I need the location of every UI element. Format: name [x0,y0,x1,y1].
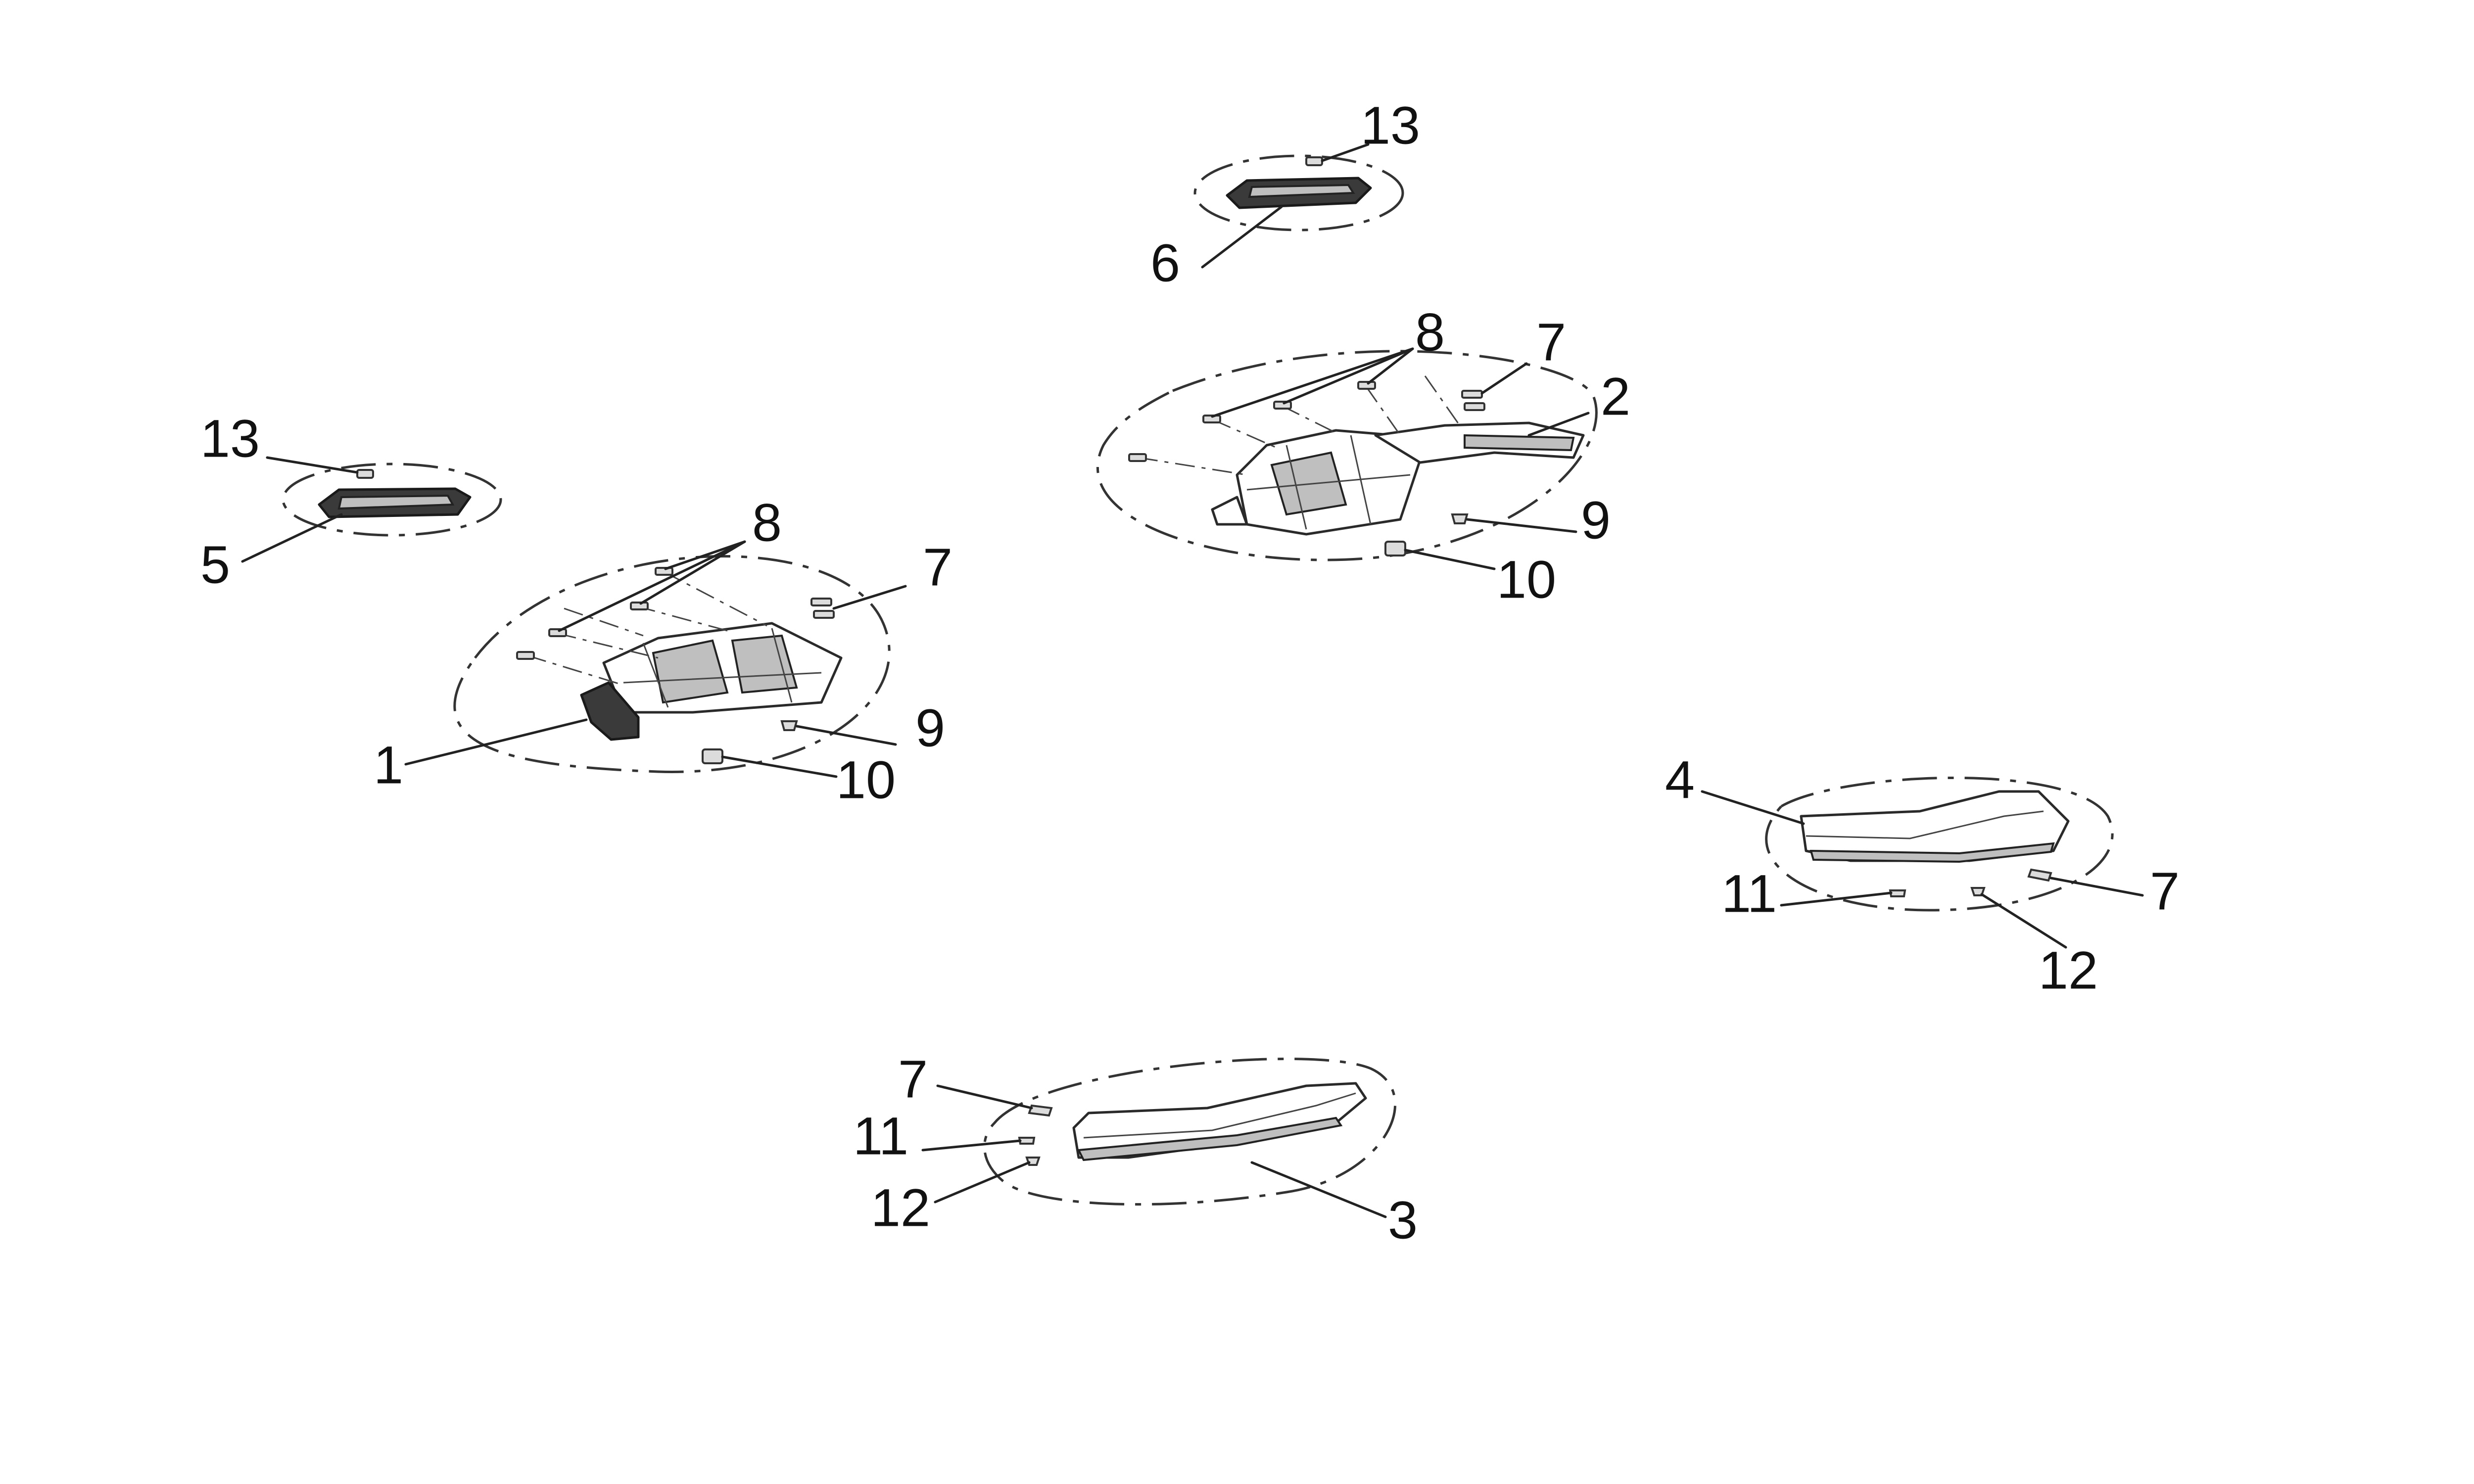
callout-13-top: 13 [1361,95,1420,155]
leader-8-left-c [664,540,746,570]
group-outline-3 [983,1058,1397,1206]
callout-7-left: 7 [923,537,952,597]
leader-10-right [1404,549,1496,570]
callout-10-left: 10 [836,750,896,810]
assembly-group-4: 4 11 12 7 [1665,750,2180,1000]
leader-11-bottom [921,1139,1022,1152]
group-outline-2 [1096,350,1598,561]
leader-13-top [1321,143,1370,162]
callout-12-right: 12 [2039,940,2098,1000]
part-8-screw-e[interactable] [1128,453,1147,462]
assembly-group-5: 13 5 [200,409,502,595]
leader-2 [1527,412,1590,437]
callout-7-trim-right: 7 [2150,861,2180,921]
group-outline-5 [282,463,502,537]
leader-9-right [1466,518,1577,533]
callout-7-right: 7 [1536,312,1566,372]
leader-8-right-b [1283,347,1414,405]
leader-7-trim-right [2049,877,2144,897]
leader-8-left-b [639,540,746,605]
part-2-lens-arm-strip [1464,434,1575,452]
part-11-screw-right[interactable] [1889,889,1906,897]
callout-9-right: 9 [1581,490,1611,550]
callout-10-right: 10 [1497,550,1556,609]
callout-11-right: 11 [1721,864,1777,924]
part-8-screw-h[interactable] [1357,381,1376,390]
part-5-lens [337,494,455,510]
callout-3: 3 [1388,1190,1418,1250]
part-13-screw-left[interactable] [356,469,374,479]
part-2-mount-lines [1138,375,1461,476]
leader-3 [1250,1161,1387,1218]
callout-13-left: 13 [200,409,260,468]
part-1-front-bezel[interactable] [580,681,640,741]
callout-6: 6 [1150,233,1180,293]
group-outline-6 [1193,154,1404,232]
assembly-group-6: 13 6 [1150,95,1420,293]
callout-8-right: 8 [1415,302,1445,362]
part-1-housing-detail [623,628,822,708]
part-6-lens [1248,184,1355,198]
part-7-clip-left-b[interactable] [813,610,835,619]
part-8-screw-d[interactable] [655,567,673,576]
part-2-housing-detail [1246,435,1411,530]
leader-13-left [266,456,359,474]
part-1-housing[interactable] [602,622,843,714]
part-9-bulb-left[interactable] [780,720,798,731]
group-outline-4 [1765,777,2114,912]
leader-7-left [832,585,907,610]
leader-12-right [1980,893,2067,949]
leader-4 [1701,790,1805,825]
leader-7-bottom [936,1084,1033,1110]
part-1-mount-lines [526,570,767,686]
callout-8-left: 8 [752,493,782,553]
part-3-trim-strip [1077,1116,1343,1161]
leader-12-bottom [934,1161,1031,1204]
assembly-group-2: 8 7 2 9 10 [1096,302,1630,609]
leader-8-right-c [1367,347,1414,385]
leader-7-right [1480,362,1528,395]
part-8-screw-a[interactable] [516,651,535,660]
callout-7-bottom: 7 [898,1049,928,1109]
part-10-socket-left[interactable] [702,748,723,764]
part-8-screw-b[interactable] [548,628,567,637]
assembly-group-1: 8 7 9 10 1 [374,493,952,810]
leader-8-left [558,540,746,632]
part-7-clip-trim-right[interactable] [2027,868,2052,882]
leader-8-right [1211,347,1414,418]
group-outline-1 [453,555,891,773]
part-13-screw-top[interactable] [1305,156,1323,166]
callout-9-left: 9 [915,698,945,758]
callout-5: 5 [200,535,230,595]
leader-5 [241,513,343,563]
leader-6 [1201,205,1283,269]
callout-4: 4 [1665,750,1695,810]
part-7-clip-right-a[interactable] [1461,390,1483,399]
part-1-reflector-2 [731,634,798,694]
leader-11-right [1780,891,1893,907]
part-4-trim-strip [1809,842,2055,863]
part-4-trim-detail [1806,810,2044,839]
part-8-screw-g[interactable] [1273,401,1292,410]
leader-9-left [795,725,897,746]
part-3-trim-detail [1083,1092,1356,1139]
part-8-screw-c[interactable] [630,602,649,610]
callout-11-bottom: 11 [853,1106,908,1166]
assembly-group-3: 3 7 11 12 [853,1049,1418,1250]
part-7-clip-bottom[interactable] [1028,1104,1053,1117]
leader-1 [404,718,588,766]
callout-12-bottom: 12 [871,1178,930,1238]
part-7-clip-left-a[interactable] [810,598,832,606]
part-2-bracket [1211,496,1248,526]
part-7-clip-right-b[interactable] [1464,402,1485,411]
part-9-bulb-right[interactable] [1451,513,1469,524]
callout-1: 1 [374,735,403,795]
leader-10-left [721,755,838,778]
callout-2: 2 [1601,367,1630,426]
part-10-socket-right[interactable] [1384,541,1406,556]
